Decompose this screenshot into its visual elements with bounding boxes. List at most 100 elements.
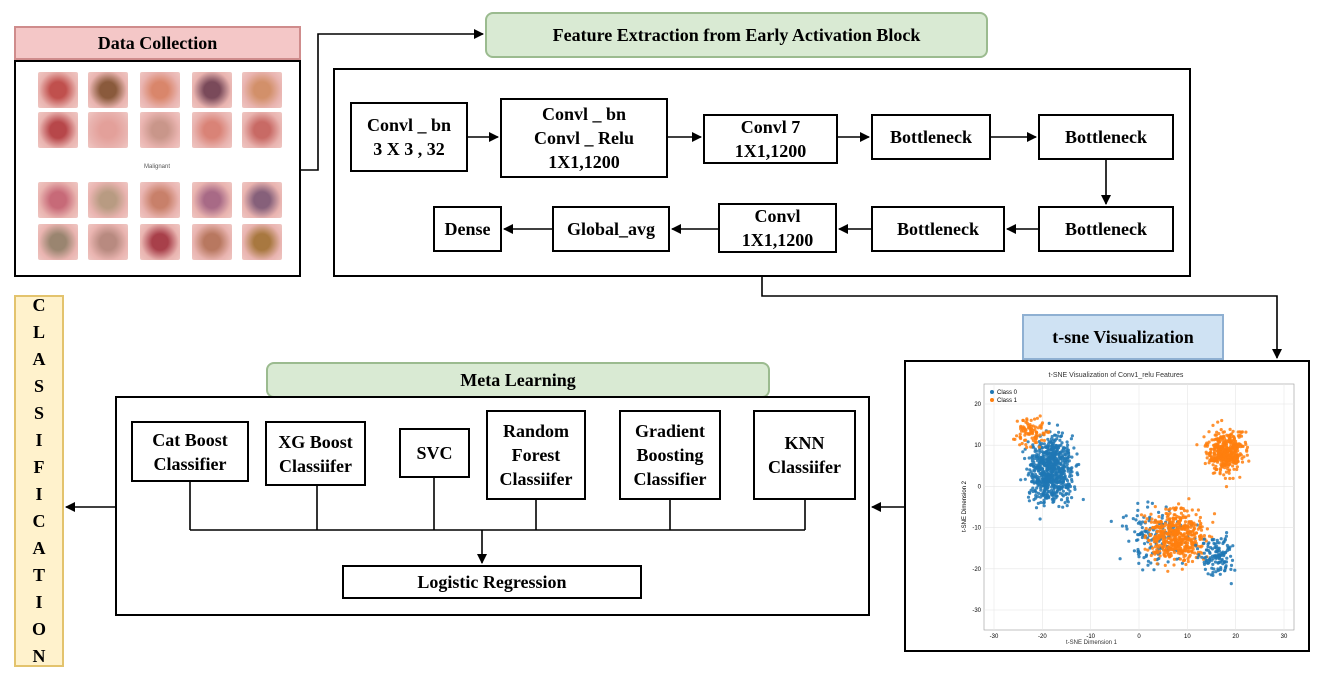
tsne-point-class-1: [1174, 517, 1178, 521]
tsne-point-class-0: [1060, 431, 1064, 435]
tsne-point-class-1: [1245, 453, 1249, 457]
tsne-point-class-0: [1047, 421, 1051, 425]
tsne-point-class-1: [1034, 437, 1038, 442]
tsne-point-class-1: [1204, 450, 1208, 454]
tsne-point-class-1: [1171, 545, 1175, 549]
tsne-point-class-0: [1149, 561, 1153, 565]
tsne-point-class-0: [1142, 542, 1147, 546]
tsne-point-class-1: [1188, 553, 1192, 557]
tsne-point-class-1: [1186, 544, 1190, 548]
lesion-thumbnail: [192, 112, 232, 148]
tsne-point-class-1: [1018, 435, 1023, 439]
tsne-point-class-1: [1150, 517, 1154, 521]
tsne-point-class-1: [1229, 442, 1233, 446]
tsne-point-class-0: [1214, 546, 1218, 550]
tsne-point-class-0: [1045, 467, 1049, 471]
tsne-point-class-0: [1136, 508, 1140, 512]
tsne-point-class-0: [1033, 457, 1037, 461]
knn-classifier: KNN Classiifer: [753, 410, 856, 500]
tsne-point-class-1: [1168, 507, 1172, 511]
tsne-point-class-1: [1215, 467, 1219, 471]
tsne-point-class-0: [1216, 560, 1221, 565]
tsne-point-class-1: [1189, 533, 1193, 537]
tsne-point-class-0: [1057, 504, 1061, 509]
tsne-point-class-1: [1181, 559, 1185, 563]
classification-letter: L: [32, 322, 45, 342]
tsne-point-class-1: [1025, 445, 1029, 449]
tsne-point-class-0: [1224, 534, 1228, 538]
tsne-point-class-0: [1127, 539, 1131, 543]
tsne-point-class-1: [1217, 438, 1221, 442]
tsne-point-class-0: [1026, 440, 1030, 444]
tsne-point-class-0: [1206, 561, 1210, 565]
tsne-point-class-0: [1202, 537, 1206, 541]
tsne-point-class-0: [1076, 473, 1080, 477]
tsne-point-class-0: [1070, 496, 1074, 500]
tsne-point-class-1: [1228, 436, 1232, 440]
classification-letter: N: [32, 646, 46, 666]
classification-letter: T: [32, 565, 45, 585]
tsne-point-class-1: [1026, 426, 1031, 430]
tsne-point-class-1: [1224, 439, 1228, 443]
tsne-point-class-1: [1153, 551, 1157, 555]
tsne-point-class-0: [1030, 480, 1034, 484]
lesion-thumbnail: [192, 182, 232, 218]
tsne-point-class-1: [1199, 528, 1204, 532]
tsne-point-class-1: [1194, 513, 1198, 517]
tsne-point-class-1: [1155, 530, 1159, 534]
tsne-point-class-1: [1198, 545, 1202, 549]
tsne-point-class-0: [1213, 560, 1218, 564]
tsne-point-class-0: [1136, 533, 1140, 537]
tsne-point-class-1: [1218, 470, 1222, 475]
tsne-point-class-0: [1146, 500, 1150, 504]
tsne-point-class-0: [1027, 456, 1031, 460]
tsne-point-class-1: [1171, 520, 1175, 524]
tsne-point-class-1: [1153, 558, 1157, 562]
tsne-point-class-1: [1194, 531, 1199, 535]
tsne-point-class-1: [1153, 505, 1157, 509]
tsne-point-class-1: [1190, 508, 1194, 512]
tsne-point-class-0: [1031, 445, 1035, 449]
tsne-point-class-0: [1054, 474, 1058, 478]
tsne-point-class-0: [1035, 449, 1039, 453]
tsne-point-class-0: [1121, 515, 1125, 519]
tsne-point-class-1: [1153, 525, 1157, 529]
tsne-point-class-0: [1052, 486, 1056, 490]
conv-1x1-block: Convl 1X1,1200: [718, 203, 837, 253]
tsne-point-class-0: [1037, 464, 1041, 468]
tsne-point-class-1: [1170, 538, 1174, 542]
meta-learning-header: Meta Learning: [266, 362, 770, 398]
tsne-point-class-1: [1147, 538, 1151, 542]
gradient-boosting-classifier: Gradient Boosting Classifier: [619, 410, 721, 500]
tsne-point-class-0: [1202, 541, 1206, 545]
tsne-point-class-0: [1055, 477, 1059, 481]
tsne-point-class-1: [1139, 513, 1144, 517]
tsne-point-class-0: [1072, 446, 1076, 450]
tsne-point-class-1: [1160, 531, 1164, 535]
tsne-point-class-0: [1035, 481, 1039, 485]
tsne-point-class-0: [1229, 554, 1233, 558]
tsne-point-class-0: [1058, 486, 1062, 490]
tsne-point-class-0: [1049, 440, 1053, 444]
tsne-legend-marker: [990, 398, 994, 402]
tsne-point-class-0: [1210, 566, 1214, 570]
lesion-thumbnail: [88, 224, 128, 260]
conv-bn-relu-block: Convl _ bn Convl _ Relu 1X1,1200: [500, 98, 668, 178]
tsne-point-class-0: [1141, 520, 1145, 524]
tsne-point-class-1: [1240, 460, 1245, 464]
tsne-point-class-1: [1024, 420, 1028, 424]
tsne-point-class-1: [1158, 529, 1162, 533]
tsne-point-class-1: [1034, 430, 1038, 434]
tsne-point-class-0: [1066, 482, 1070, 486]
tsne-point-class-1: [1234, 461, 1238, 465]
tsne-point-class-0: [1136, 501, 1140, 505]
tsne-point-class-0: [1049, 479, 1053, 483]
tsne-point-class-1: [1183, 516, 1187, 520]
tsne-point-class-1: [1183, 549, 1187, 553]
tsne-point-class-0: [1039, 492, 1043, 496]
tsne-point-class-1: [1015, 434, 1019, 438]
tsne-point-class-0: [1039, 486, 1043, 490]
tsne-point-class-1: [1020, 429, 1024, 433]
tsne-point-class-0: [1118, 557, 1122, 561]
